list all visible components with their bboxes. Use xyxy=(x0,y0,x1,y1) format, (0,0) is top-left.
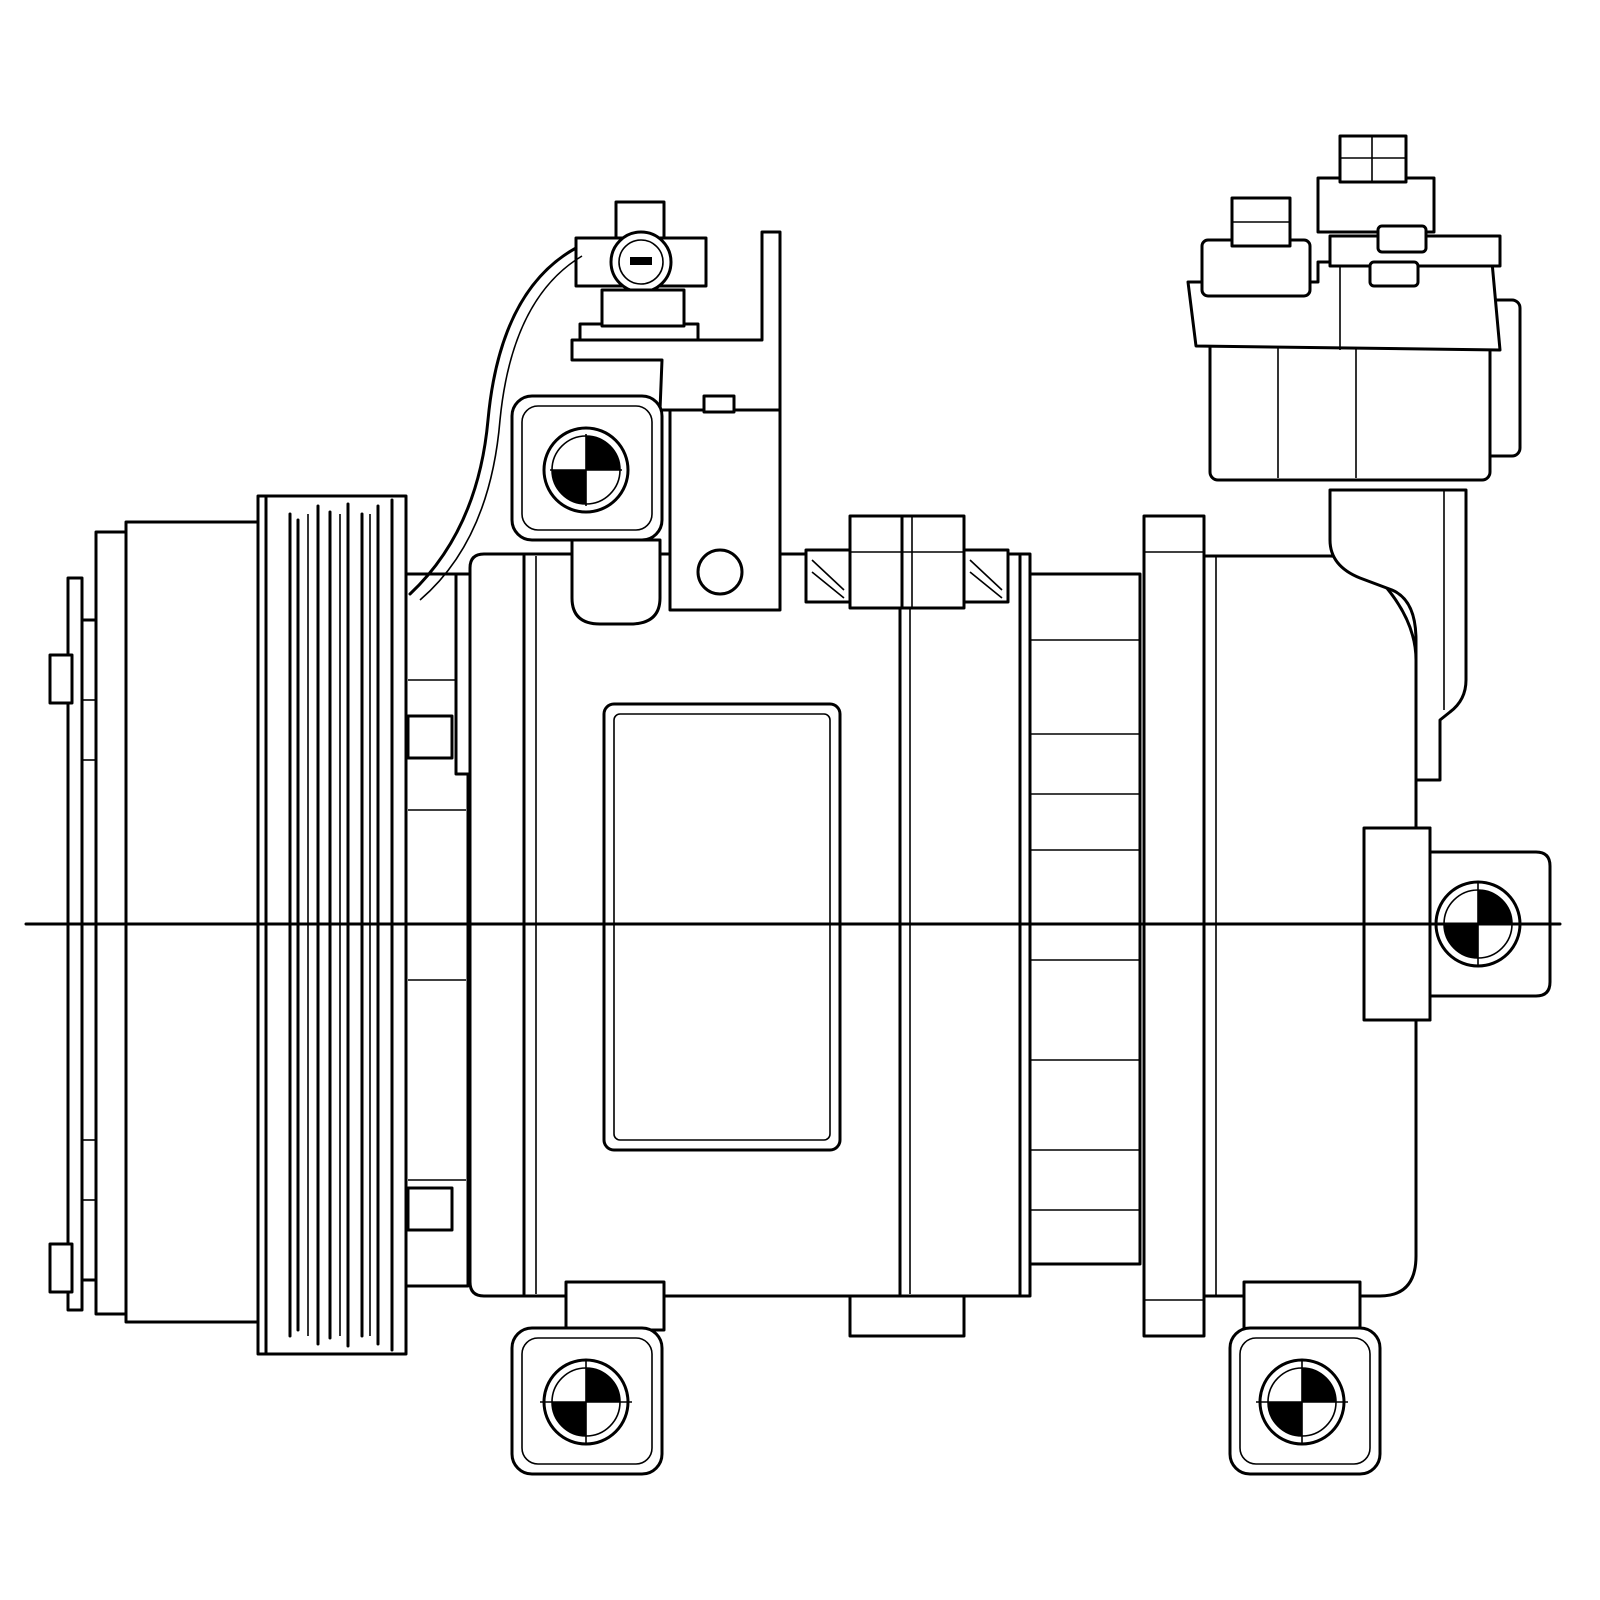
mount-hole-bottom-right xyxy=(1228,1280,1382,1476)
connector-plug-icon xyxy=(574,200,708,328)
harness-wire xyxy=(408,246,583,601)
top-boss xyxy=(804,514,1010,610)
bottom-boss xyxy=(848,1294,966,1338)
service-manifold xyxy=(1186,134,1522,782)
mount-hole-top-left xyxy=(510,394,664,626)
label-plate xyxy=(602,702,842,1152)
clutch-front-plate xyxy=(48,576,98,1312)
clutch-hub xyxy=(94,520,260,1324)
mount-hole-bottom-left xyxy=(510,1280,666,1476)
top-bracket xyxy=(570,230,782,612)
rear-rib-section xyxy=(1028,514,1206,1338)
